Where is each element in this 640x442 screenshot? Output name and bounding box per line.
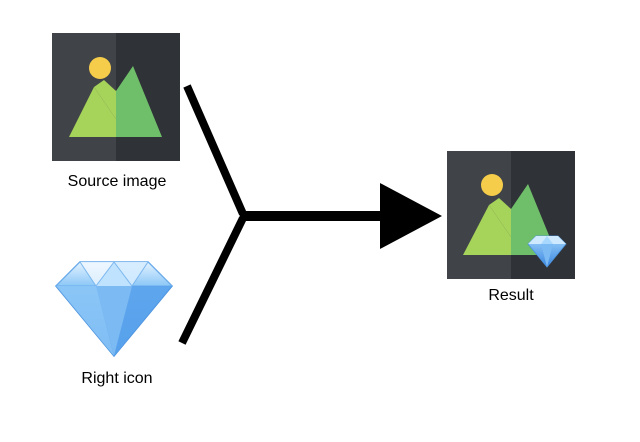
result-label: Result: [488, 287, 534, 304]
image-placeholder-icon: [52, 33, 180, 161]
right-icon-label: Right icon: [81, 370, 153, 387]
source-image-label: Source image: [67, 173, 167, 190]
connector-upper-line: [183, 84, 247, 216]
image-with-diamond-badge-icon: [447, 151, 575, 279]
diamond-icon: [54, 261, 174, 358]
connector-arrowhead: [380, 183, 442, 249]
connector-lower-line: [178, 216, 247, 345]
